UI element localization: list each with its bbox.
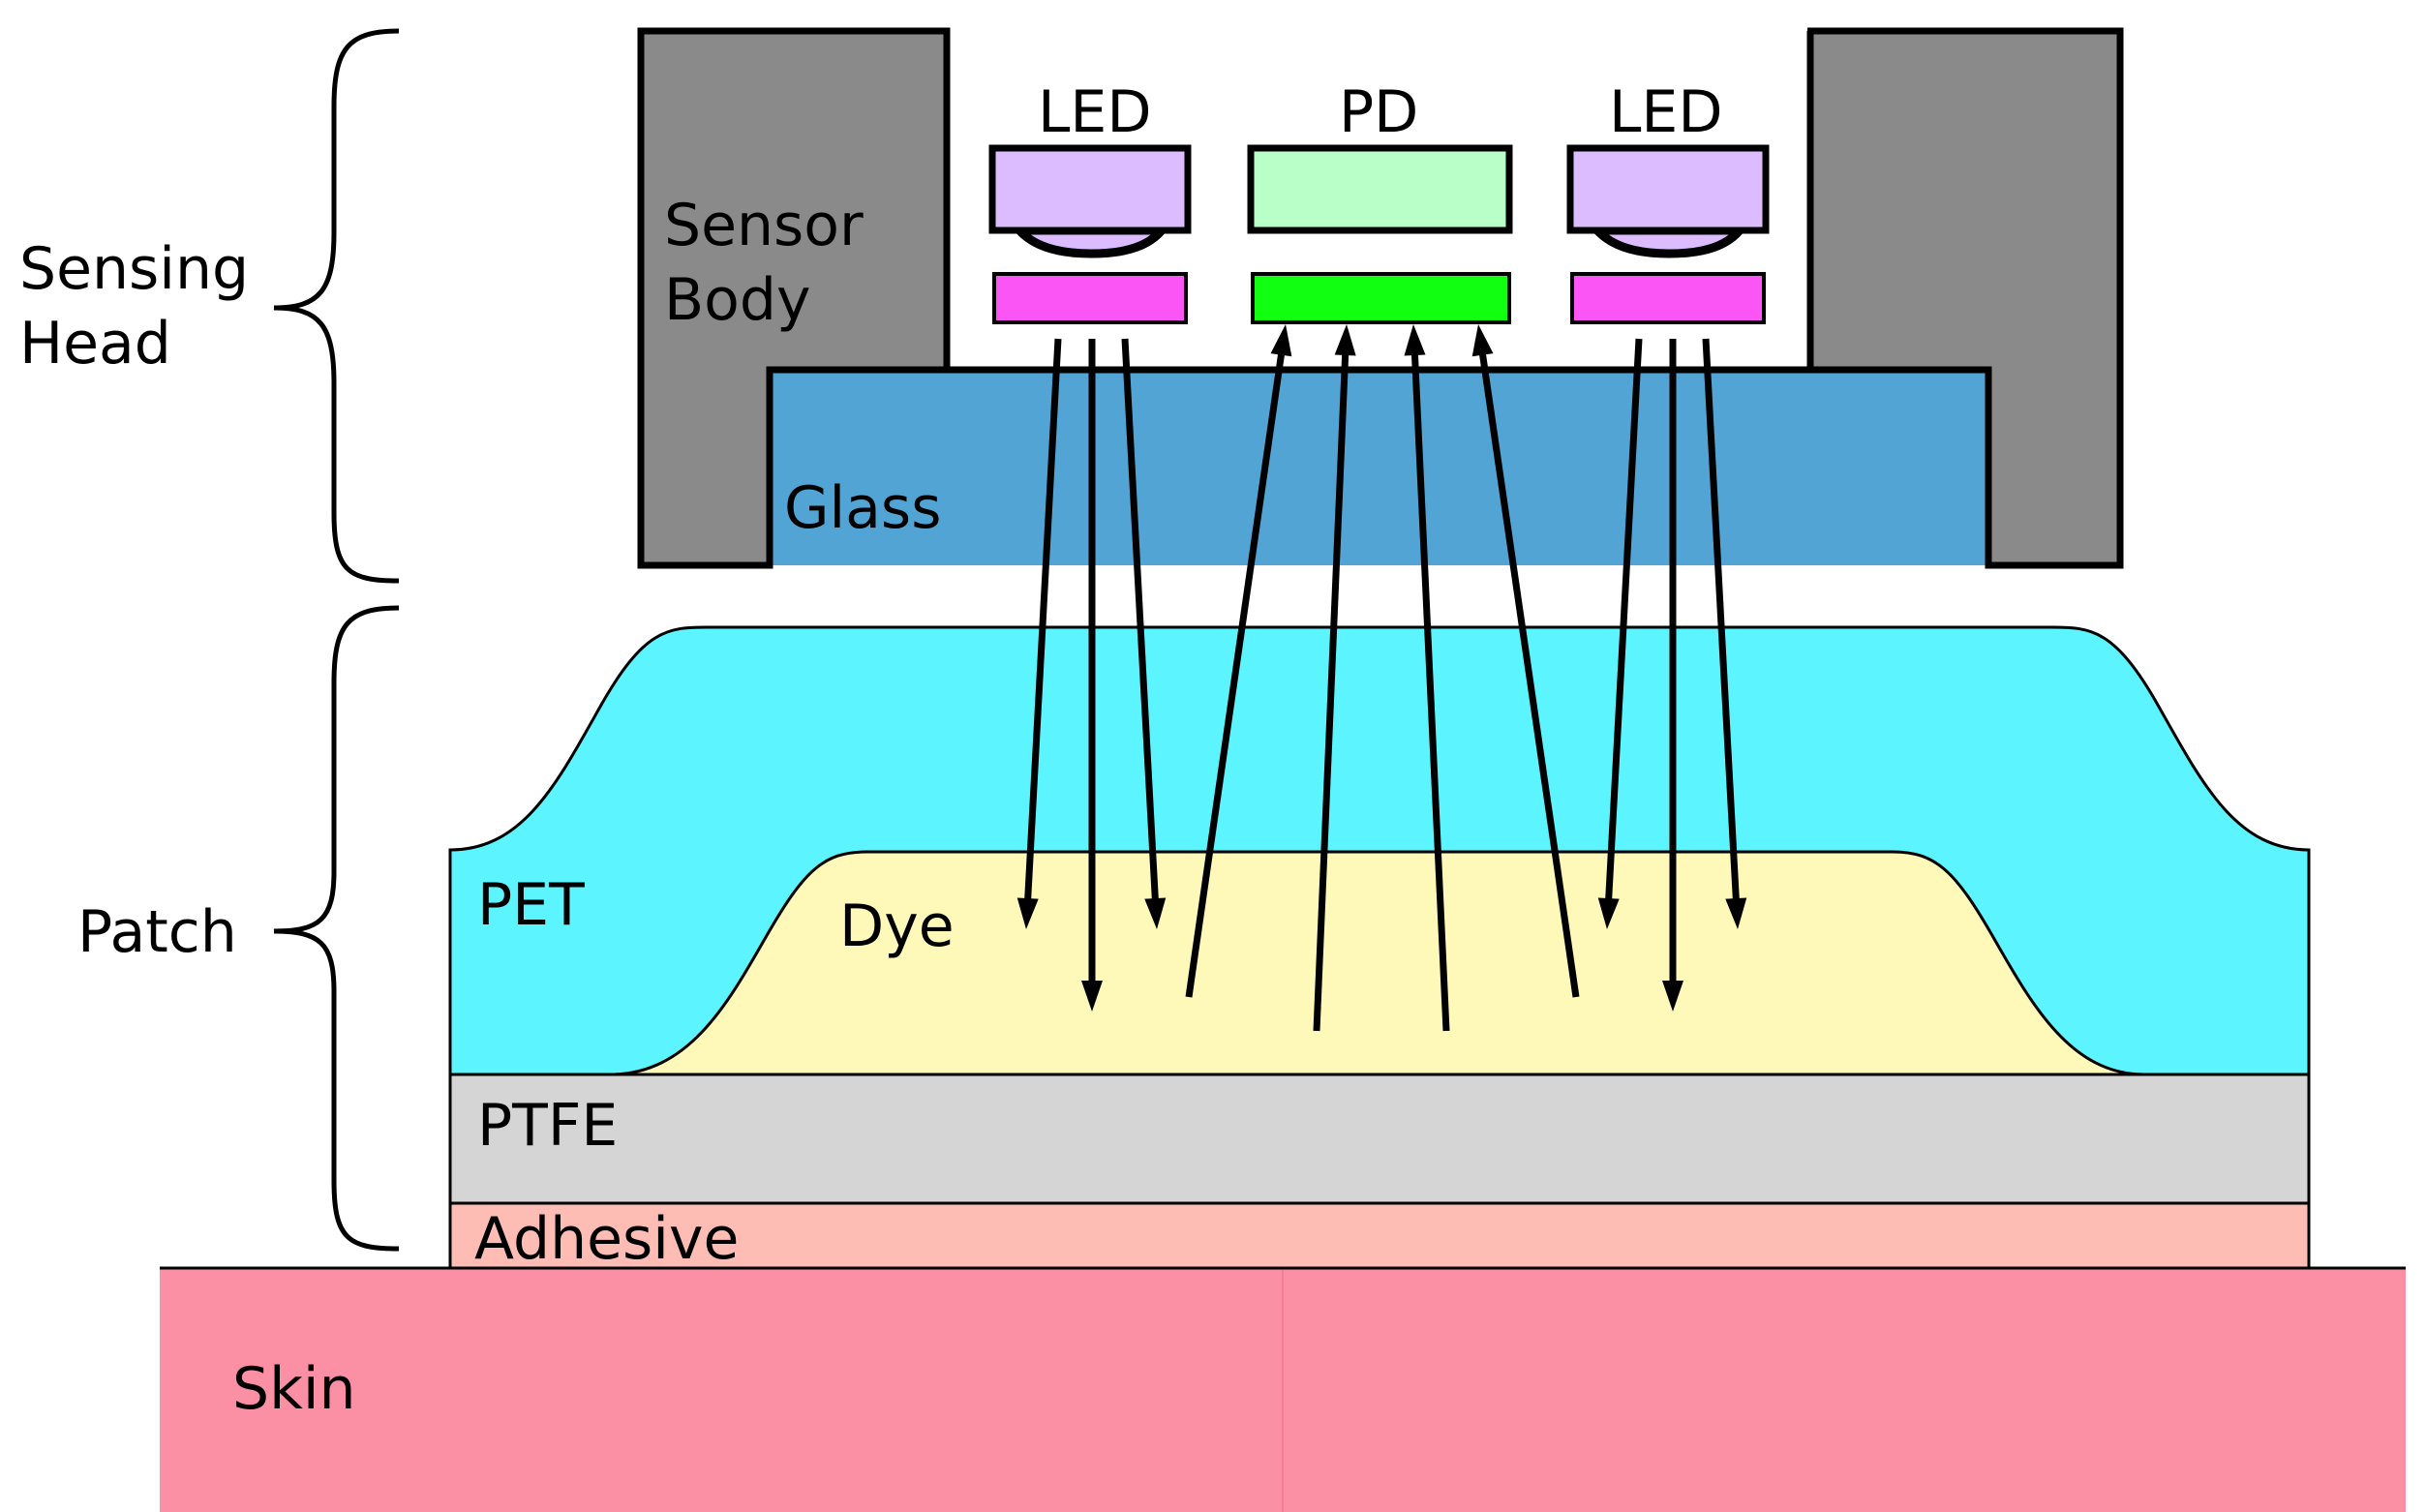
sensing-head-label-line-2: Head bbox=[19, 310, 171, 378]
light-arrow-head bbox=[1081, 981, 1103, 1012]
light-path-arrows bbox=[1016, 324, 1747, 1032]
led-left-package bbox=[988, 144, 1192, 234]
dye-label: Dye bbox=[839, 892, 955, 960]
light-arrow-head bbox=[1270, 324, 1292, 357]
glass-outline bbox=[766, 366, 1992, 565]
glass-label: Glass bbox=[784, 474, 941, 542]
light-arrow-head bbox=[1725, 897, 1747, 929]
pd-label: PD bbox=[1339, 78, 1418, 146]
sensing-head-label-line-1: Sensing bbox=[19, 235, 249, 303]
glass-window bbox=[770, 370, 1988, 565]
ptfe-label: PTFE bbox=[477, 1092, 618, 1160]
light-arrow-shaft bbox=[1702, 338, 1740, 903]
light-arrow-shaft bbox=[1024, 338, 1062, 903]
led-right-label: LED bbox=[1609, 78, 1723, 146]
adhesive-label: Adhesive bbox=[474, 1205, 739, 1273]
skin-label: Skin bbox=[232, 1355, 356, 1423]
ptfe-layer bbox=[448, 1073, 2311, 1205]
light-arrow-shaft bbox=[1478, 350, 1580, 998]
led-left-emitter bbox=[992, 272, 1188, 324]
light-arrow-shaft bbox=[1185, 350, 1286, 998]
light-arrow-shaft bbox=[1121, 338, 1159, 903]
patch-label: Patch bbox=[77, 898, 237, 966]
light-arrow-head bbox=[1597, 897, 1620, 929]
pd-package bbox=[1247, 144, 1513, 234]
led-left-label: LED bbox=[1038, 78, 1152, 146]
pet-label: PET bbox=[477, 871, 585, 939]
light-arrow-shaft bbox=[1313, 350, 1349, 1032]
sensor-body-label-line-1: Sensor bbox=[664, 192, 864, 259]
led-right-lens bbox=[1587, 226, 1749, 258]
light-arrow-shaft bbox=[1605, 338, 1643, 903]
pd-detector bbox=[1251, 272, 1511, 324]
light-arrow-head bbox=[1016, 897, 1039, 929]
dye-layer bbox=[609, 850, 2145, 1076]
led-right-emitter bbox=[1570, 272, 1766, 324]
light-arrow-head bbox=[1471, 324, 1494, 357]
light-arrow-shaft bbox=[1410, 350, 1450, 1032]
light-arrow-head bbox=[1334, 324, 1356, 356]
light-arrow-head bbox=[1662, 981, 1683, 1012]
sensing-head-bracket bbox=[273, 28, 400, 584]
light-arrow-head bbox=[1144, 897, 1167, 929]
light-arrow-head bbox=[1404, 324, 1426, 356]
led-left-lens bbox=[1009, 226, 1171, 258]
led-right-package bbox=[1566, 144, 1770, 234]
patch-bracket bbox=[273, 605, 400, 1252]
adhesive-layer bbox=[448, 1201, 2311, 1270]
sensor-body-label-line-2: Body bbox=[664, 266, 810, 334]
